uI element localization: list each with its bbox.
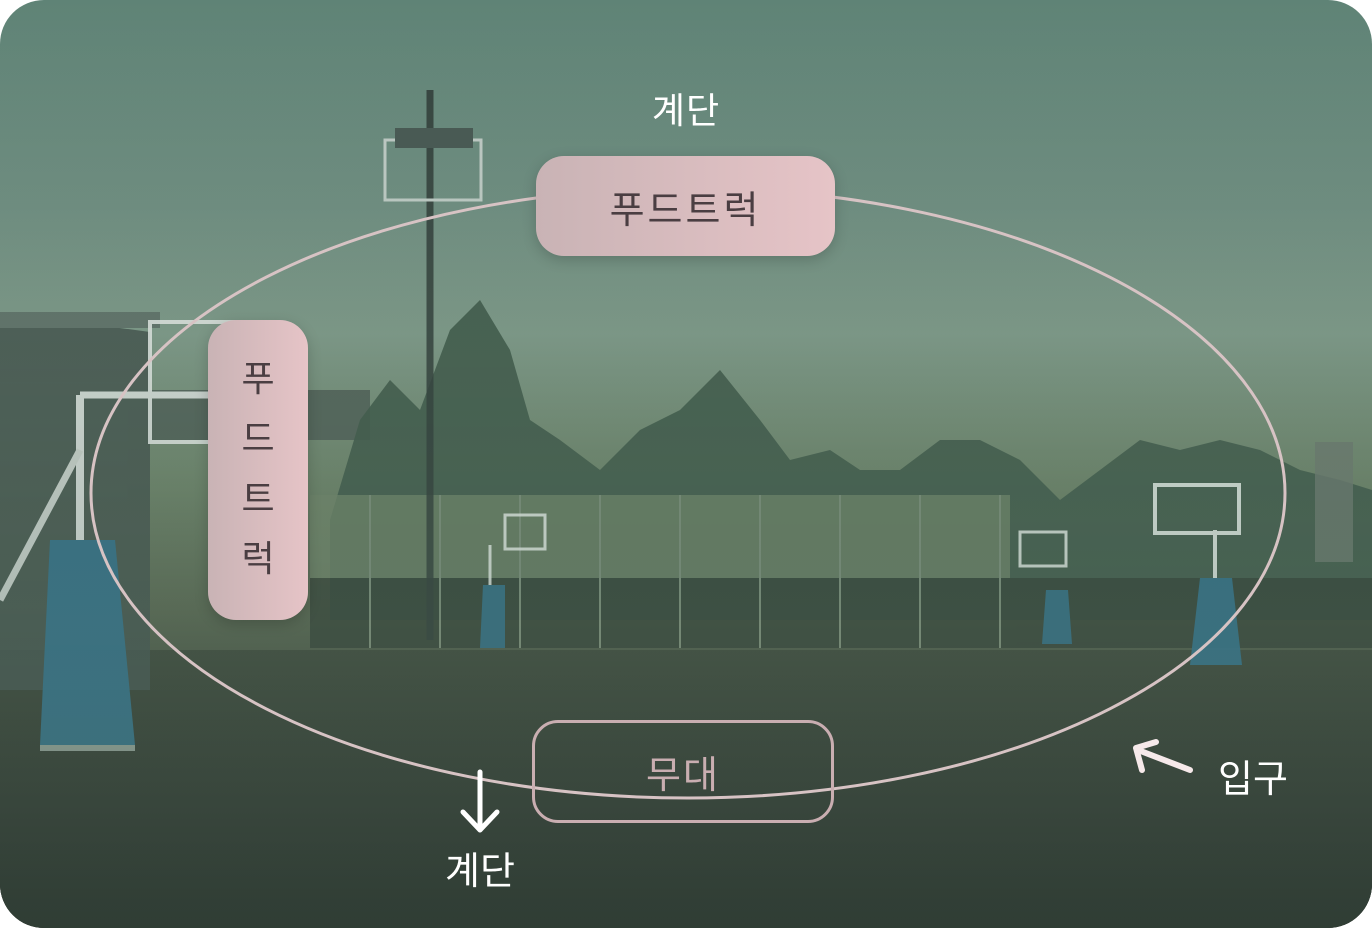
- entrance-label: 입구: [1218, 757, 1288, 801]
- food-truck-left: 푸 드 트 럭: [208, 320, 308, 620]
- food-truck-left-char: 드: [241, 419, 275, 460]
- arrow-up-left-icon: [1133, 739, 1193, 773]
- stage-box: 무대: [532, 720, 834, 823]
- food-truck-left-char: 트: [241, 479, 275, 520]
- food-truck-left-char: 럭: [241, 539, 275, 580]
- food-truck-top-label: 푸드트럭: [609, 187, 762, 232]
- food-truck-top: 푸드트럭: [536, 156, 835, 256]
- stairs-label-top: 계단: [651, 91, 721, 132]
- arrow-down-icon: [460, 769, 500, 833]
- food-truck-left-char: 푸: [241, 359, 275, 400]
- stairs-label-bottom: 계단: [445, 849, 515, 893]
- stage-label: 무대: [646, 753, 720, 797]
